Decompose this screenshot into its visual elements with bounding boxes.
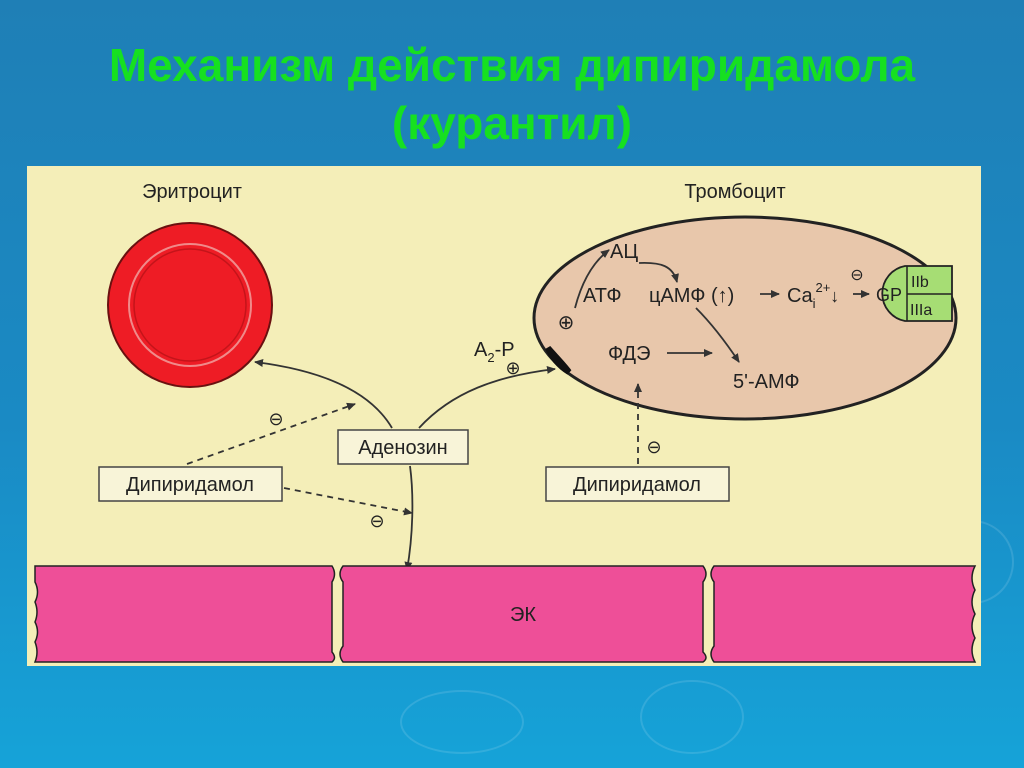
erythrocyte-uptake-inhibition-sign: ⊖ xyxy=(268,409,283,429)
platelet-label: Тромбоцит xyxy=(684,181,785,203)
erythrocyte-label: Эритроцит xyxy=(142,181,242,203)
background-ripple xyxy=(640,680,744,754)
slide-title: Механизм действия дипиридамола (курантил… xyxy=(0,36,1024,152)
platelet-cell xyxy=(532,215,958,421)
iib-label: IIb xyxy=(911,274,929,291)
amp-label: 5'-АМФ xyxy=(733,371,800,393)
arrow-to-ac xyxy=(574,249,610,309)
a2-receptor-label: A2-P xyxy=(474,339,515,365)
atp-label: АТФ xyxy=(583,285,622,307)
dipyridamole-left-label: Дипиридамол xyxy=(126,474,254,496)
camp-label: цАМФ (↑) xyxy=(649,285,734,307)
dipyridamole-right-label: Дипиридамол xyxy=(573,474,701,496)
a2-receptor-site xyxy=(545,346,572,375)
arrow-adenosine-to-endothelium xyxy=(404,465,414,571)
arrow-ac-to-camp xyxy=(638,261,679,283)
dashed-arrow-endothelium-uptake xyxy=(283,487,413,516)
endothelium-label: ЭК xyxy=(510,604,536,626)
dashed-arrow-erythrocyte-uptake xyxy=(186,402,356,465)
ca-inhibition-sign: ⊖ xyxy=(850,267,863,284)
dipyridamole-box-left xyxy=(98,466,283,502)
adenosine-box xyxy=(337,429,469,465)
iiia-label: IIIa xyxy=(910,302,932,319)
gp-iib-iiia-receptor xyxy=(881,265,953,322)
arrow-camp-to-amp xyxy=(695,307,740,363)
background-ripple xyxy=(400,690,524,754)
endothelial-layer xyxy=(33,565,977,663)
pde-label: ФДЭ xyxy=(608,343,650,365)
arrow-adenosine-to-platelet xyxy=(418,365,556,429)
mechanism-diagram: Эритроцит Тромбоцит ⊕ АЦ АТФ цАМФ (↑) Ca… xyxy=(33,181,977,663)
endothelium-uptake-inhibition-sign: ⊖ xyxy=(369,511,384,531)
gp-label: GP xyxy=(876,285,902,305)
title-line-1: Механизм действия дипиридамола xyxy=(108,39,916,91)
arrow-adenosine-to-erythrocyte xyxy=(254,359,393,429)
ac-label: АЦ xyxy=(610,241,638,263)
ca-label: Cai2+↓ xyxy=(787,280,839,311)
erythrocyte-cell xyxy=(107,222,273,388)
ac-stimulation-sign: ⊕ xyxy=(558,312,575,334)
dipyridamole-box-right xyxy=(545,466,730,502)
a2-receptor-stimulation-sign: ⊕ xyxy=(505,358,520,378)
adenosine-label: Аденозин xyxy=(358,437,447,459)
title-line-2: (курантил) xyxy=(391,97,633,149)
pde-inhibition-sign: ⊖ xyxy=(646,437,661,457)
diagram-panel: Эритроцит Тромбоцит ⊕ АЦ АТФ цАМФ (↑) Ca… xyxy=(27,166,981,666)
